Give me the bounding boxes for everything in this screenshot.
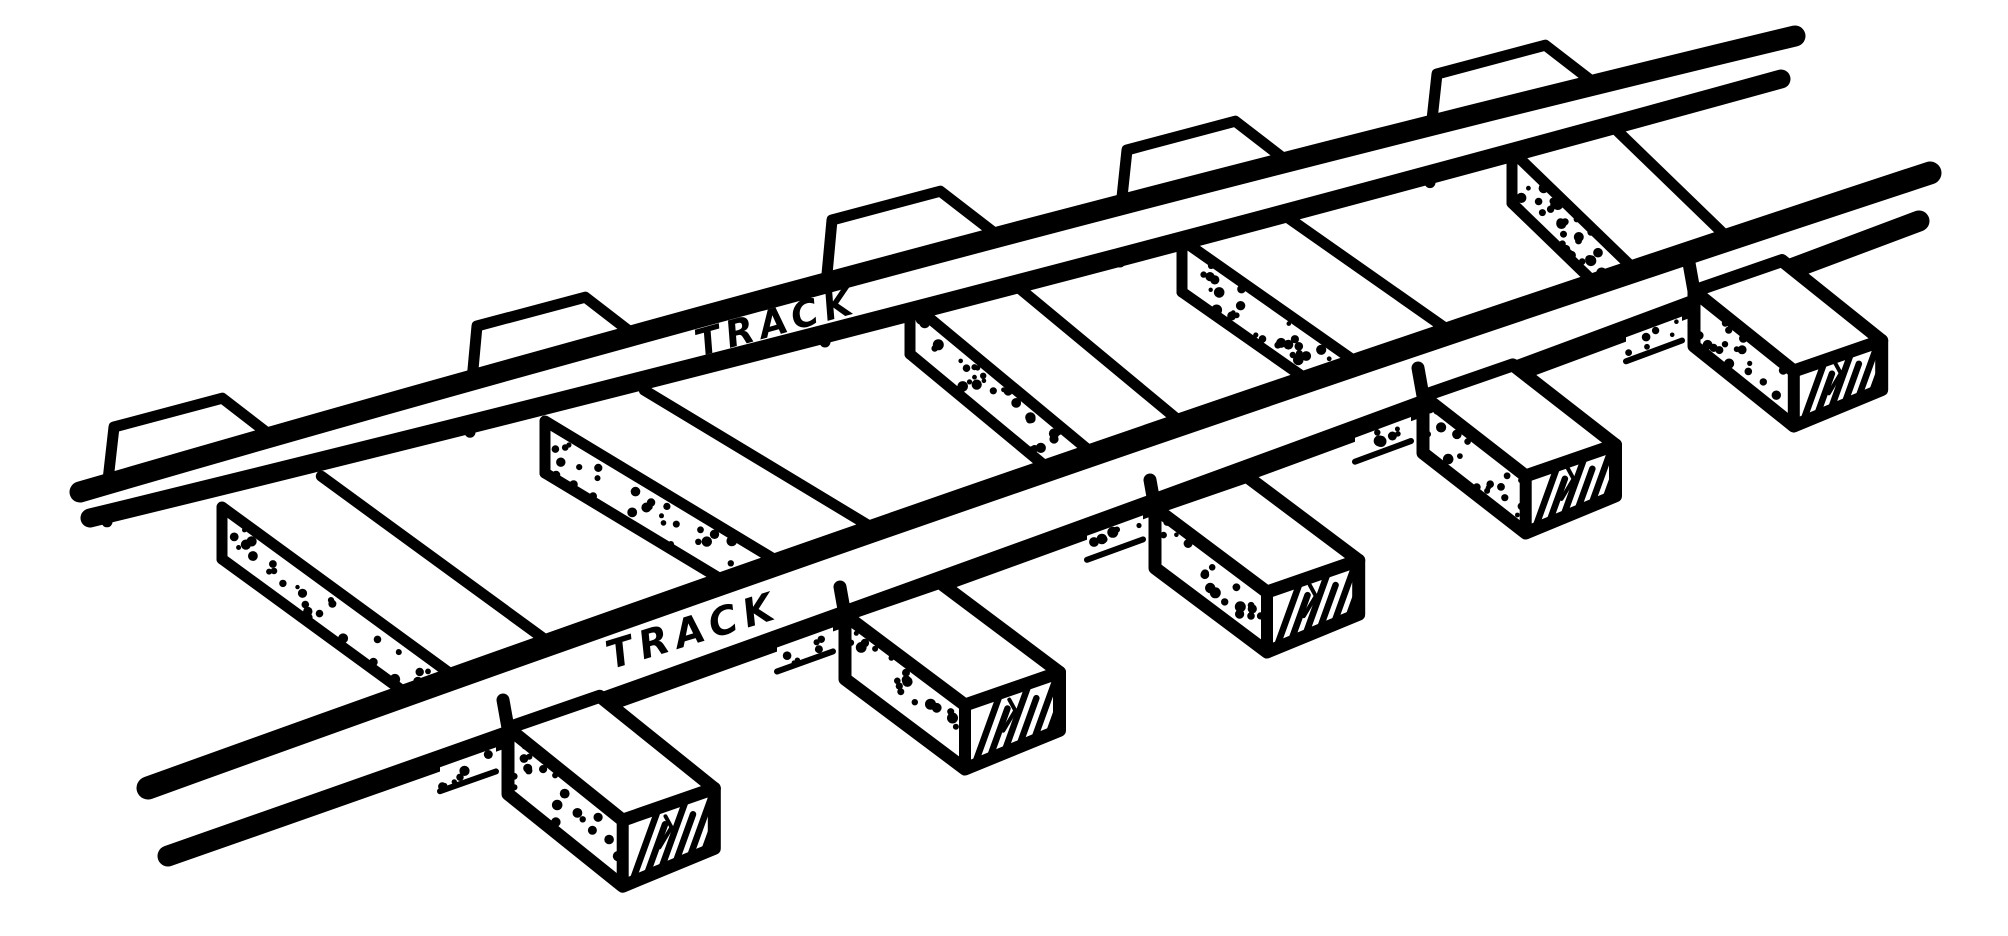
mid-faces <box>1182 210 1469 426</box>
sleeper-near-block <box>833 575 1066 776</box>
mid-right-edge <box>1602 115 1738 248</box>
stipple-dots <box>1089 522 1142 547</box>
wood-grain-squiggle <box>657 814 674 850</box>
mid-right-edge <box>315 470 553 647</box>
track-art <box>69 25 1942 893</box>
under-rail-sliver <box>1623 316 1685 365</box>
under-rail-sliver <box>1084 515 1146 563</box>
upper-rail <box>69 25 1806 528</box>
stipple-dots <box>1373 426 1401 447</box>
upper-rail-band <box>80 36 1795 518</box>
sliver-bottom-edge <box>774 648 836 675</box>
lower-rail-bottom-stroke <box>157 210 1930 867</box>
under-rail-sliver <box>1352 417 1414 465</box>
sliver-bottom-edge <box>1623 337 1685 365</box>
mid-top-left-edge <box>539 415 788 570</box>
sleeper-near-block <box>496 689 721 893</box>
sliver-face <box>1087 515 1143 560</box>
rail-seat-jog <box>1143 473 1162 515</box>
sleeper-near-block <box>1682 254 1889 433</box>
near-block-outline <box>1148 469 1366 659</box>
mid-top-left-edge <box>216 501 454 678</box>
mid-right-edge <box>638 384 887 539</box>
sliver-bottom-edge <box>437 768 499 795</box>
wood-grain-squiggle <box>1826 360 1843 396</box>
mid-right-edge <box>1272 204 1474 350</box>
sliver-face <box>1626 316 1682 362</box>
hatch-line <box>1586 444 1616 513</box>
rail-seat-jog <box>1411 361 1430 403</box>
lower-rail-band <box>148 173 1930 856</box>
rail-seat-jog <box>833 580 852 622</box>
sleeper-near-block <box>1143 469 1366 659</box>
under-rail-sliver <box>437 747 499 795</box>
wood-grain-squiggle <box>1301 583 1318 619</box>
wood-grain-squiggle <box>1001 697 1018 733</box>
stipple-dots <box>1160 518 1265 620</box>
hatch-line <box>684 788 715 866</box>
near-block-outline <box>1416 358 1622 540</box>
hatch-line <box>1328 560 1359 632</box>
sleeper-near-block <box>1411 358 1622 540</box>
near-block-outline <box>501 689 721 893</box>
sleeper-mid-section <box>539 384 887 622</box>
mid-faces <box>545 390 882 616</box>
rail-seat-jog <box>1682 256 1701 298</box>
mid-right-edge <box>996 268 1196 436</box>
mid-faces <box>1512 121 1733 325</box>
sliver-bottom-edge <box>1352 438 1414 465</box>
upper-rail-top-stroke <box>69 25 1806 503</box>
near-block-outline <box>1687 254 1889 433</box>
near-block-outline <box>838 575 1066 776</box>
stipple-dots <box>847 630 959 730</box>
lower-rail <box>136 161 1942 867</box>
upper-rail-bottom-stroke <box>80 69 1791 528</box>
lower-rail-top-stroke <box>136 161 1942 800</box>
wood-grain-squiggle <box>1559 465 1576 501</box>
hatch-line <box>1028 672 1060 748</box>
stipple-dots <box>1625 319 1679 356</box>
under-rail-sliver <box>774 627 836 675</box>
hatch-line <box>1853 340 1882 407</box>
sliver-bottom-edge <box>1084 536 1146 563</box>
rail-seat-jog <box>496 693 515 735</box>
